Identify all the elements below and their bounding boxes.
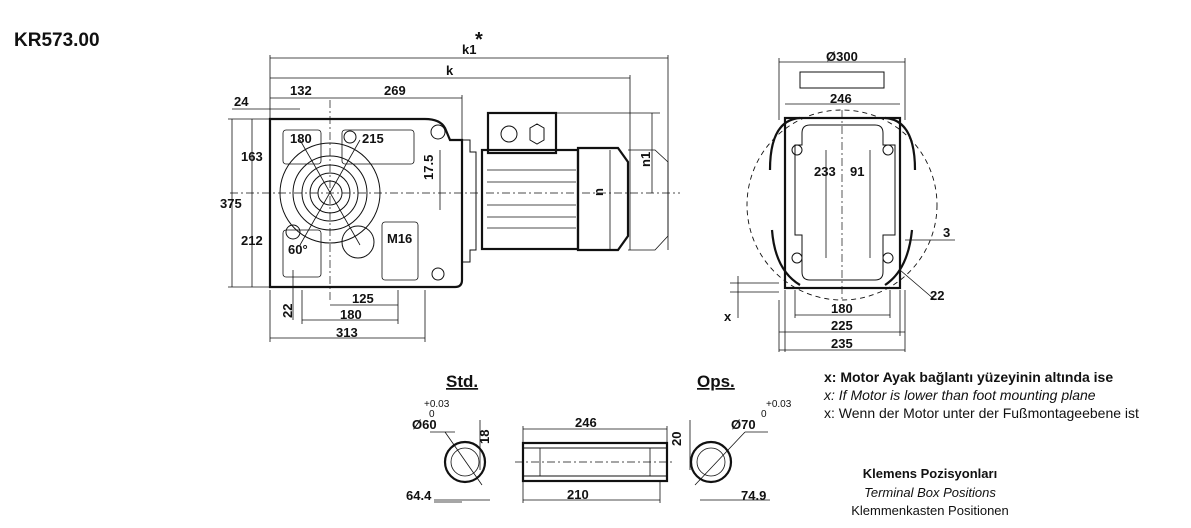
- dim-k: k: [446, 63, 454, 78]
- dim-22-side: 22: [930, 288, 944, 303]
- hollow-shaft-details: Std. Ops. +0.03 0 Ø60 18 64.4 246 210: [406, 372, 792, 503]
- std-tolerance-lower: 0: [429, 409, 435, 420]
- gearbox-front-view: [228, 55, 680, 342]
- thread-m16: M16: [387, 231, 412, 246]
- shaft-length-210: 210: [567, 487, 589, 502]
- dim-n1: n1: [638, 152, 653, 167]
- dim-313: 313: [336, 325, 358, 340]
- dim-x: x: [724, 309, 732, 324]
- dim-180-side: 180: [831, 301, 853, 316]
- note-x-english: x: If Motor is lower than foot mounting …: [824, 387, 1096, 403]
- dim-212: 212: [241, 233, 263, 248]
- ops-key-width: 20: [669, 432, 684, 446]
- dim-163: 163: [241, 149, 263, 164]
- note-x-turkish: x: Motor Ayak bağlantı yüzeyinin altında…: [824, 369, 1114, 385]
- side-view-dimensions: Ø300 246 233 91 3 22 x 180 225 235: [724, 49, 950, 351]
- terminal-title-turkish: Klemens Pozisyonları: [862, 466, 998, 481]
- dim-3: 3: [943, 225, 950, 240]
- dim-180-pcd: 180: [290, 131, 312, 146]
- dim-375: 375: [220, 196, 242, 211]
- shaft-length-246: 246: [575, 415, 597, 430]
- dim-dia-300: Ø300: [826, 49, 858, 64]
- ops-label: Ops.: [697, 372, 735, 391]
- dim-24: 24: [234, 94, 249, 109]
- dim-n: n: [591, 188, 606, 196]
- dim-22: 22: [280, 304, 295, 318]
- asterisk: *: [475, 29, 483, 51]
- dim-k1: k1: [462, 42, 476, 57]
- dim-17-5: 17.5: [421, 155, 436, 180]
- ops-diameter: Ø70: [731, 417, 756, 432]
- dim-233: 233: [814, 164, 836, 179]
- dim-132: 132: [290, 83, 312, 98]
- terminal-title-german: Klemmenkasten Positionen: [851, 503, 1009, 518]
- front-view-dimensions: k1 * k 24 132 269 180 215 163 375 212 17…: [220, 29, 653, 340]
- std-tolerance-upper: +0.03: [424, 399, 450, 410]
- dim-91: 91: [850, 164, 864, 179]
- dim-180-base: 180: [340, 307, 362, 322]
- std-label: Std.: [446, 372, 478, 391]
- ops-tolerance-upper: +0.03: [766, 399, 792, 410]
- dim-235: 235: [831, 336, 853, 351]
- dim-225: 225: [831, 318, 853, 333]
- note-x-german: x: Wenn der Motor unter der Fußmontageeb…: [824, 405, 1139, 421]
- ops-key-depth: 74.9: [741, 488, 766, 503]
- std-key-depth: 64.4: [406, 488, 432, 503]
- std-diameter: Ø60: [412, 417, 437, 432]
- angle-60: 60°: [288, 242, 308, 257]
- dim-246: 246: [830, 91, 852, 106]
- ops-tolerance-lower: 0: [761, 409, 767, 420]
- dim-215: 215: [362, 131, 384, 146]
- std-key-width: 18: [477, 430, 492, 444]
- dim-269: 269: [384, 83, 406, 98]
- dim-125: 125: [352, 291, 374, 306]
- gearbox-side-view: [730, 58, 955, 352]
- terminal-title-english: Terminal Box Positions: [864, 485, 996, 500]
- model-title: KR573.00: [14, 30, 100, 51]
